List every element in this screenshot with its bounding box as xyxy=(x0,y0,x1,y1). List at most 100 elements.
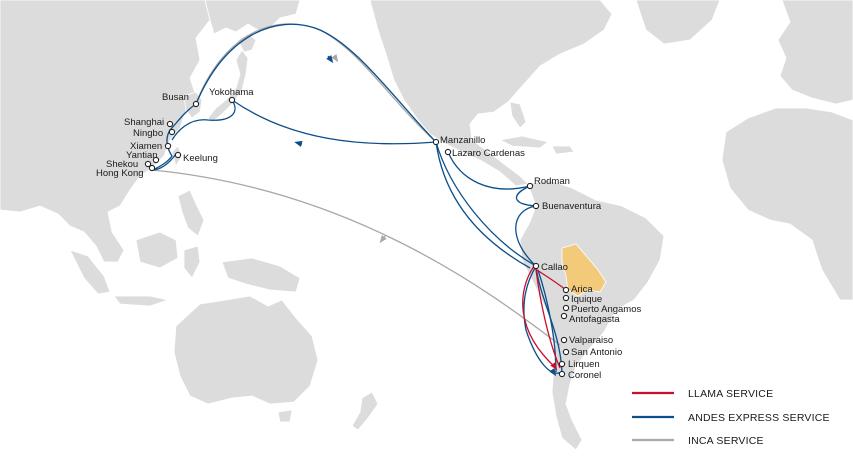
port-marker xyxy=(148,164,156,172)
land-russia-east xyxy=(204,0,301,35)
port-marker xyxy=(164,142,172,150)
port-ningbo[interactable]: Ningbo xyxy=(133,128,176,139)
legend-label-llama: LLAMA SERVICE xyxy=(688,388,773,400)
route-llama-callao-arica xyxy=(533,267,567,291)
port-label: Lirquen xyxy=(568,359,600,370)
port-marker xyxy=(152,156,160,164)
port-marker xyxy=(562,294,570,302)
legend-label-andes: ANDES EXPRESS SERVICE xyxy=(688,412,830,424)
port-label: Yokohama xyxy=(209,87,254,98)
port-san-antonio[interactable]: San Antonio xyxy=(562,347,622,358)
arrow-inca-north xyxy=(331,54,339,63)
port-hong-kong[interactable]: Hong Kong xyxy=(96,164,156,179)
ports: Busan Yokohama Shanghai Ningbo Xiamen Ke… xyxy=(96,87,641,381)
route-andes-buenaventura-callao xyxy=(515,205,537,267)
land-sulawesi xyxy=(183,245,201,279)
port-puerto-angamos[interactable]: Puerto Angamos xyxy=(562,304,641,315)
port-marker xyxy=(166,120,174,128)
route-andes-callao-chile xyxy=(523,265,563,374)
port-label: Antofagasta xyxy=(569,314,620,325)
land-japan xyxy=(207,49,249,123)
land-cuba xyxy=(498,135,549,149)
route-llama-return xyxy=(535,269,561,369)
route-andes-asia-loop xyxy=(151,103,197,171)
route-inca-pacific-crossing xyxy=(151,169,561,346)
legend-label-inca: INCA SERVICE xyxy=(688,435,764,447)
land-north-america xyxy=(369,0,613,187)
port-marker xyxy=(228,96,236,104)
arrow-andes-west xyxy=(294,140,303,147)
land-greenland xyxy=(635,0,721,45)
port-yokohama[interactable]: Yokohama xyxy=(209,87,254,104)
legend-item-llama: LLAMA SERVICE xyxy=(632,388,773,400)
port-label: Valparaiso xyxy=(569,335,613,346)
land-new-zealand xyxy=(351,391,379,431)
port-callao[interactable]: Callao xyxy=(532,262,568,273)
route-andes-rodman-buenaventura xyxy=(515,185,537,207)
port-label: Keelung xyxy=(183,153,218,164)
land-europe xyxy=(777,0,853,105)
port-label: Buenaventura xyxy=(542,201,602,212)
port-iquique[interactable]: Iquique xyxy=(562,294,602,305)
port-marker xyxy=(558,370,566,378)
port-xiamen[interactable]: Xiamen xyxy=(130,141,172,152)
land-tasmania xyxy=(277,409,293,423)
port-keelung[interactable]: Keelung xyxy=(174,151,218,164)
port-buenaventura[interactable]: Buenaventura xyxy=(532,201,602,212)
landmasses xyxy=(0,0,853,451)
port-label: San Antonio xyxy=(571,347,622,358)
land-asia xyxy=(0,0,211,263)
port-label: Ningbo xyxy=(133,128,163,139)
route-llama-callao-south xyxy=(522,265,557,369)
port-label: Callao xyxy=(541,262,568,273)
port-manzanillo[interactable]: Manzanillo xyxy=(432,135,485,146)
route-andes-mexico-south xyxy=(435,141,537,267)
land-hispaniola xyxy=(551,145,575,155)
port-shanghai[interactable]: Shanghai xyxy=(124,117,174,128)
land-philippines xyxy=(177,189,205,237)
port-shekou[interactable]: Shekou xyxy=(106,159,152,170)
port-yantian[interactable]: Yantian xyxy=(126,150,160,164)
port-label: Arica xyxy=(571,284,593,295)
port-marker xyxy=(532,202,540,210)
port-marker xyxy=(526,182,534,190)
route-andes-north-pacific-east xyxy=(195,23,437,143)
arrow-andes-north xyxy=(326,55,334,64)
legend-item-inca: INCA SERVICE xyxy=(632,435,764,447)
land-south-america xyxy=(519,179,665,451)
port-marker xyxy=(168,128,176,136)
land-sumatra xyxy=(69,249,111,295)
route-andes-chile-coast xyxy=(537,269,557,373)
port-marker xyxy=(532,262,540,270)
port-marker xyxy=(562,304,570,312)
port-marker xyxy=(558,360,566,368)
land-new-guinea xyxy=(221,257,301,293)
port-marker xyxy=(144,160,152,168)
port-busan[interactable]: Busan xyxy=(162,92,200,108)
legend: LLAMA SERVICE ANDES EXPRESS SERVICE INCA… xyxy=(632,388,830,447)
port-coronel[interactable]: Coronel xyxy=(558,370,601,381)
port-marker xyxy=(192,100,200,108)
port-label: Yantian xyxy=(126,150,158,161)
port-marker xyxy=(562,348,570,356)
port-lirquen[interactable]: Lirquen xyxy=(558,359,600,370)
arrow-inca-mid xyxy=(379,235,387,244)
land-bolivia-highlight xyxy=(561,243,607,297)
port-lazaro-cardenas[interactable]: Lazaro Cardenas xyxy=(444,148,525,159)
port-arica[interactable]: Arica xyxy=(562,284,593,295)
port-label: Xiamen xyxy=(130,141,162,152)
port-valparaiso[interactable]: Valparaiso xyxy=(560,335,613,346)
port-label: Rodman xyxy=(534,176,570,187)
arrow-andes-south xyxy=(549,368,557,377)
port-antofagasta[interactable]: Antofagasta xyxy=(560,312,620,325)
port-rodman[interactable]: Rodman xyxy=(526,176,570,190)
legend-item-andes: ANDES EXPRESS SERVICE xyxy=(632,412,830,424)
port-marker xyxy=(560,312,568,320)
port-label: Iquique xyxy=(571,294,602,305)
port-label: Hong Kong xyxy=(96,168,144,179)
port-marker xyxy=(432,138,440,146)
land-australia xyxy=(173,295,319,405)
port-marker xyxy=(562,286,570,294)
land-florida xyxy=(509,101,527,129)
